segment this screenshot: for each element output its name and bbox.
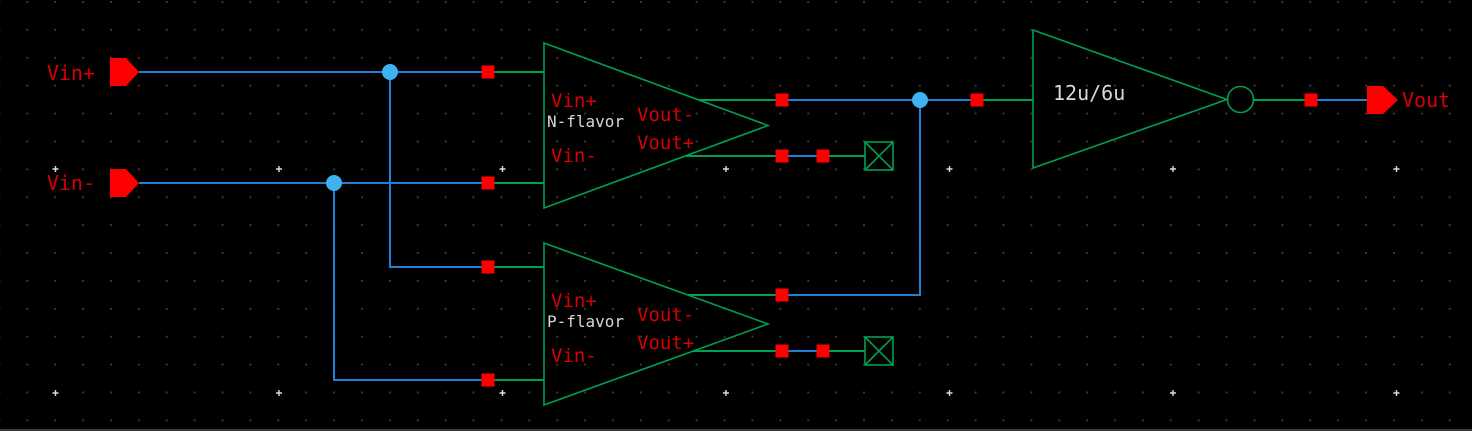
wire-junctions bbox=[326, 64, 928, 191]
major-grid-marker bbox=[52, 390, 59, 396]
noconn-x-2 bbox=[864, 336, 894, 366]
amp-n-name-label: N-flavor bbox=[547, 112, 624, 131]
io-pins: Vin+ Vin- Vout bbox=[47, 58, 1450, 197]
major-grid-marker bbox=[1170, 390, 1176, 396]
pin-square[interactable] bbox=[970, 93, 984, 107]
amp-n-pin-label-vinp: Vin+ bbox=[551, 90, 597, 112]
major-grid-marker bbox=[276, 166, 282, 172]
amp-n-flavor[interactable]: Vin+ N-flavor Vin- Vout- Vout+ bbox=[543, 41, 771, 210]
output-pin-vout[interactable] bbox=[1367, 86, 1398, 114]
pin-square[interactable] bbox=[775, 149, 789, 163]
amp-n-pin-label-vinm: Vin- bbox=[551, 145, 597, 167]
port-label-vin-minus: Vin- bbox=[47, 171, 95, 195]
amp-n-pin-label-voutp: Vout+ bbox=[637, 132, 694, 154]
buffer-size-label: 12u/6u bbox=[1053, 81, 1125, 105]
window-bottom-edge bbox=[0, 429, 1472, 431]
pin-square[interactable] bbox=[775, 288, 789, 302]
junction-dot-vinp[interactable] bbox=[382, 64, 398, 80]
pin-square[interactable] bbox=[1304, 93, 1318, 107]
green-wires bbox=[488, 71, 1311, 381]
major-grid-marker bbox=[52, 166, 59, 172]
output-buffer[interactable]: 12u/6u bbox=[1032, 28, 1255, 170]
pin-square[interactable] bbox=[816, 344, 830, 358]
amp-p-pin-label-vinp: Vin+ bbox=[551, 290, 597, 312]
pin-square[interactable] bbox=[816, 149, 830, 163]
pin-square[interactable] bbox=[481, 373, 495, 387]
major-grid-marker bbox=[276, 390, 282, 396]
pin-square[interactable] bbox=[481, 260, 495, 274]
major-grid-marker bbox=[1393, 166, 1400, 172]
pin-connection-squares bbox=[481, 65, 1318, 387]
noconn-n-voutp[interactable] bbox=[864, 141, 894, 171]
port-label-vin-plus: Vin+ bbox=[47, 61, 95, 85]
noconn-box[interactable] bbox=[864, 141, 894, 171]
amp-p-name-label: P-flavor bbox=[547, 312, 624, 331]
junction-dot-vinm[interactable] bbox=[326, 175, 342, 191]
noconn-x-2 bbox=[864, 141, 894, 171]
amp-p-pin-label-voutm: Vout- bbox=[637, 304, 694, 326]
amp-n-pin-label-voutm: Vout- bbox=[637, 104, 694, 126]
buffer-triangle[interactable] bbox=[1032, 28, 1230, 170]
major-grid-marker bbox=[1393, 390, 1400, 396]
port-label-vout: Vout bbox=[1402, 88, 1450, 112]
major-grid-marker bbox=[946, 390, 953, 396]
major-grid-markers bbox=[52, 166, 1400, 396]
major-grid-marker bbox=[499, 166, 506, 172]
major-grid-marker bbox=[499, 390, 506, 396]
major-grid-marker bbox=[723, 166, 729, 172]
major-grid-marker bbox=[723, 390, 729, 396]
major-grid-marker bbox=[1170, 166, 1176, 172]
blue-wires bbox=[139, 71, 1368, 381]
buffer-inverter-bubble[interactable] bbox=[1226, 85, 1255, 114]
pin-square[interactable] bbox=[775, 93, 789, 107]
major-grid-marker bbox=[946, 166, 953, 172]
noconn-box[interactable] bbox=[864, 336, 894, 366]
amp-n-flavor-triangle[interactable] bbox=[543, 41, 771, 210]
amp-p-flavor-triangle[interactable] bbox=[543, 241, 771, 407]
amp-p-pin-label-voutp: Vout+ bbox=[637, 332, 694, 354]
amp-p-pin-label-vinm: Vin- bbox=[551, 345, 597, 367]
pin-square[interactable] bbox=[775, 344, 789, 358]
pin-square[interactable] bbox=[481, 176, 495, 190]
input-pin-vin-plus[interactable] bbox=[110, 58, 139, 86]
input-pin-vin-minus[interactable] bbox=[110, 169, 139, 197]
noconn-p-voutp[interactable] bbox=[864, 336, 894, 366]
amp-p-flavor[interactable]: Vin+ P-flavor Vin- Vout- Vout+ bbox=[543, 241, 771, 407]
junction-dot-voutm[interactable] bbox=[912, 92, 928, 108]
pin-square[interactable] bbox=[481, 65, 495, 79]
